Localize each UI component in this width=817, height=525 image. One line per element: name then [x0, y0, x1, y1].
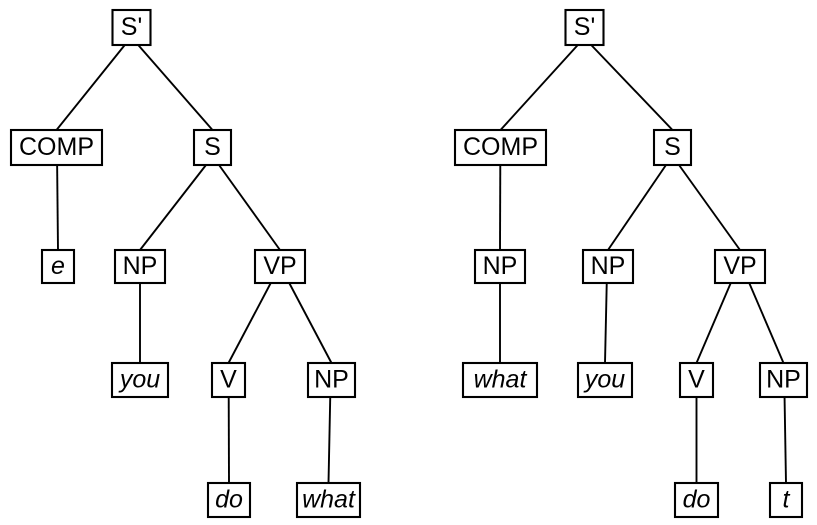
tree-node-v[interactable]: V — [678, 361, 715, 399]
tree-edge — [56, 164, 59, 251]
tree-node-do[interactable]: do — [673, 481, 720, 519]
node-box — [673, 481, 720, 519]
tree-edges — [55, 44, 333, 484]
node-box — [461, 361, 539, 399]
tree-edge — [695, 282, 732, 364]
tree-node-what[interactable]: what — [295, 481, 362, 519]
node-label: S — [664, 133, 681, 161]
node-label: NP — [123, 252, 158, 280]
tree-node-you[interactable]: you — [110, 361, 170, 399]
surface-structure-tree: S' COMP S NP NP VP what you V NP do t — [453, 8, 809, 519]
node-label: e — [51, 252, 65, 280]
node-box — [652, 128, 693, 167]
tree-node-np[interactable]: NP — [113, 248, 167, 285]
node-label: S' — [121, 13, 142, 41]
tree-edge — [137, 44, 214, 131]
tree-node-vp[interactable]: VP — [713, 248, 767, 285]
tree-node-vp[interactable]: VP — [253, 248, 307, 285]
node-box — [453, 128, 548, 167]
tree-edge — [55, 44, 126, 131]
node-label: V — [220, 366, 237, 394]
node-label: what — [302, 486, 356, 514]
node-box — [40, 248, 76, 285]
node-box — [192, 128, 233, 167]
tree-node-t[interactable]: t — [768, 481, 804, 519]
node-label: NP — [314, 366, 349, 394]
tree-edge — [607, 164, 667, 251]
node-box — [253, 248, 307, 285]
node-label: do — [683, 486, 711, 514]
node-label: t — [783, 486, 791, 514]
tree-node-comp[interactable]: COMP — [9, 128, 104, 167]
node-label: S — [204, 133, 221, 161]
node-box — [210, 361, 247, 399]
node-label: you — [583, 366, 625, 394]
tree-edge — [139, 164, 207, 251]
tree-node-v[interactable]: V — [210, 361, 247, 399]
node-label: VP — [723, 252, 756, 280]
tree-node-sbar[interactable]: S' — [564, 8, 605, 47]
tree-node-what[interactable]: what — [461, 361, 539, 399]
node-box — [9, 128, 104, 167]
node-box — [113, 248, 167, 285]
node-label: NP — [591, 252, 626, 280]
tree-node-np[interactable]: NP — [306, 361, 357, 399]
node-label: V — [688, 366, 705, 394]
node-box — [678, 361, 715, 399]
tree-node-np[interactable]: NP — [581, 248, 635, 285]
node-box — [206, 481, 252, 519]
tree-edges — [499, 44, 787, 484]
node-box — [713, 248, 767, 285]
tree-edge — [288, 282, 333, 364]
node-label: COMP — [19, 133, 94, 161]
tree-node-s[interactable]: S — [192, 128, 233, 167]
tree-edge — [590, 44, 674, 131]
tree-edge — [678, 164, 741, 251]
node-box — [564, 8, 605, 47]
node-box — [473, 248, 527, 285]
tree-node-you[interactable]: you — [576, 361, 634, 399]
node-box — [768, 481, 804, 519]
node-label: you — [118, 366, 160, 394]
node-label: what — [474, 366, 528, 394]
tree-node-e[interactable]: e — [40, 248, 76, 285]
tree-node-do[interactable]: do — [206, 481, 252, 519]
node-label: NP — [483, 252, 518, 280]
node-label: COMP — [463, 133, 538, 161]
node-box — [758, 361, 809, 399]
node-box — [581, 248, 635, 285]
tree-edge — [604, 282, 608, 364]
node-label: NP — [766, 366, 801, 394]
tree-node-np[interactable]: NP — [473, 248, 527, 285]
node-label: VP — [263, 252, 296, 280]
node-label: S' — [574, 13, 595, 41]
tree-node-comp[interactable]: COMP — [453, 128, 548, 167]
tree-node-np[interactable]: NP — [758, 361, 809, 399]
tree-edge — [227, 282, 272, 364]
node-label: do — [215, 486, 243, 514]
tree-edge — [499, 44, 579, 131]
node-box — [110, 361, 170, 399]
tree-node-sbar[interactable]: S' — [111, 8, 152, 47]
tree-edge — [218, 164, 281, 251]
node-box — [306, 361, 357, 399]
tree-node-s[interactable]: S — [652, 128, 693, 167]
tree-edge — [748, 282, 785, 364]
node-box — [576, 361, 634, 399]
node-box — [295, 481, 362, 519]
tree-edge — [783, 396, 787, 484]
tree-edge — [327, 396, 332, 484]
node-box — [111, 8, 152, 47]
